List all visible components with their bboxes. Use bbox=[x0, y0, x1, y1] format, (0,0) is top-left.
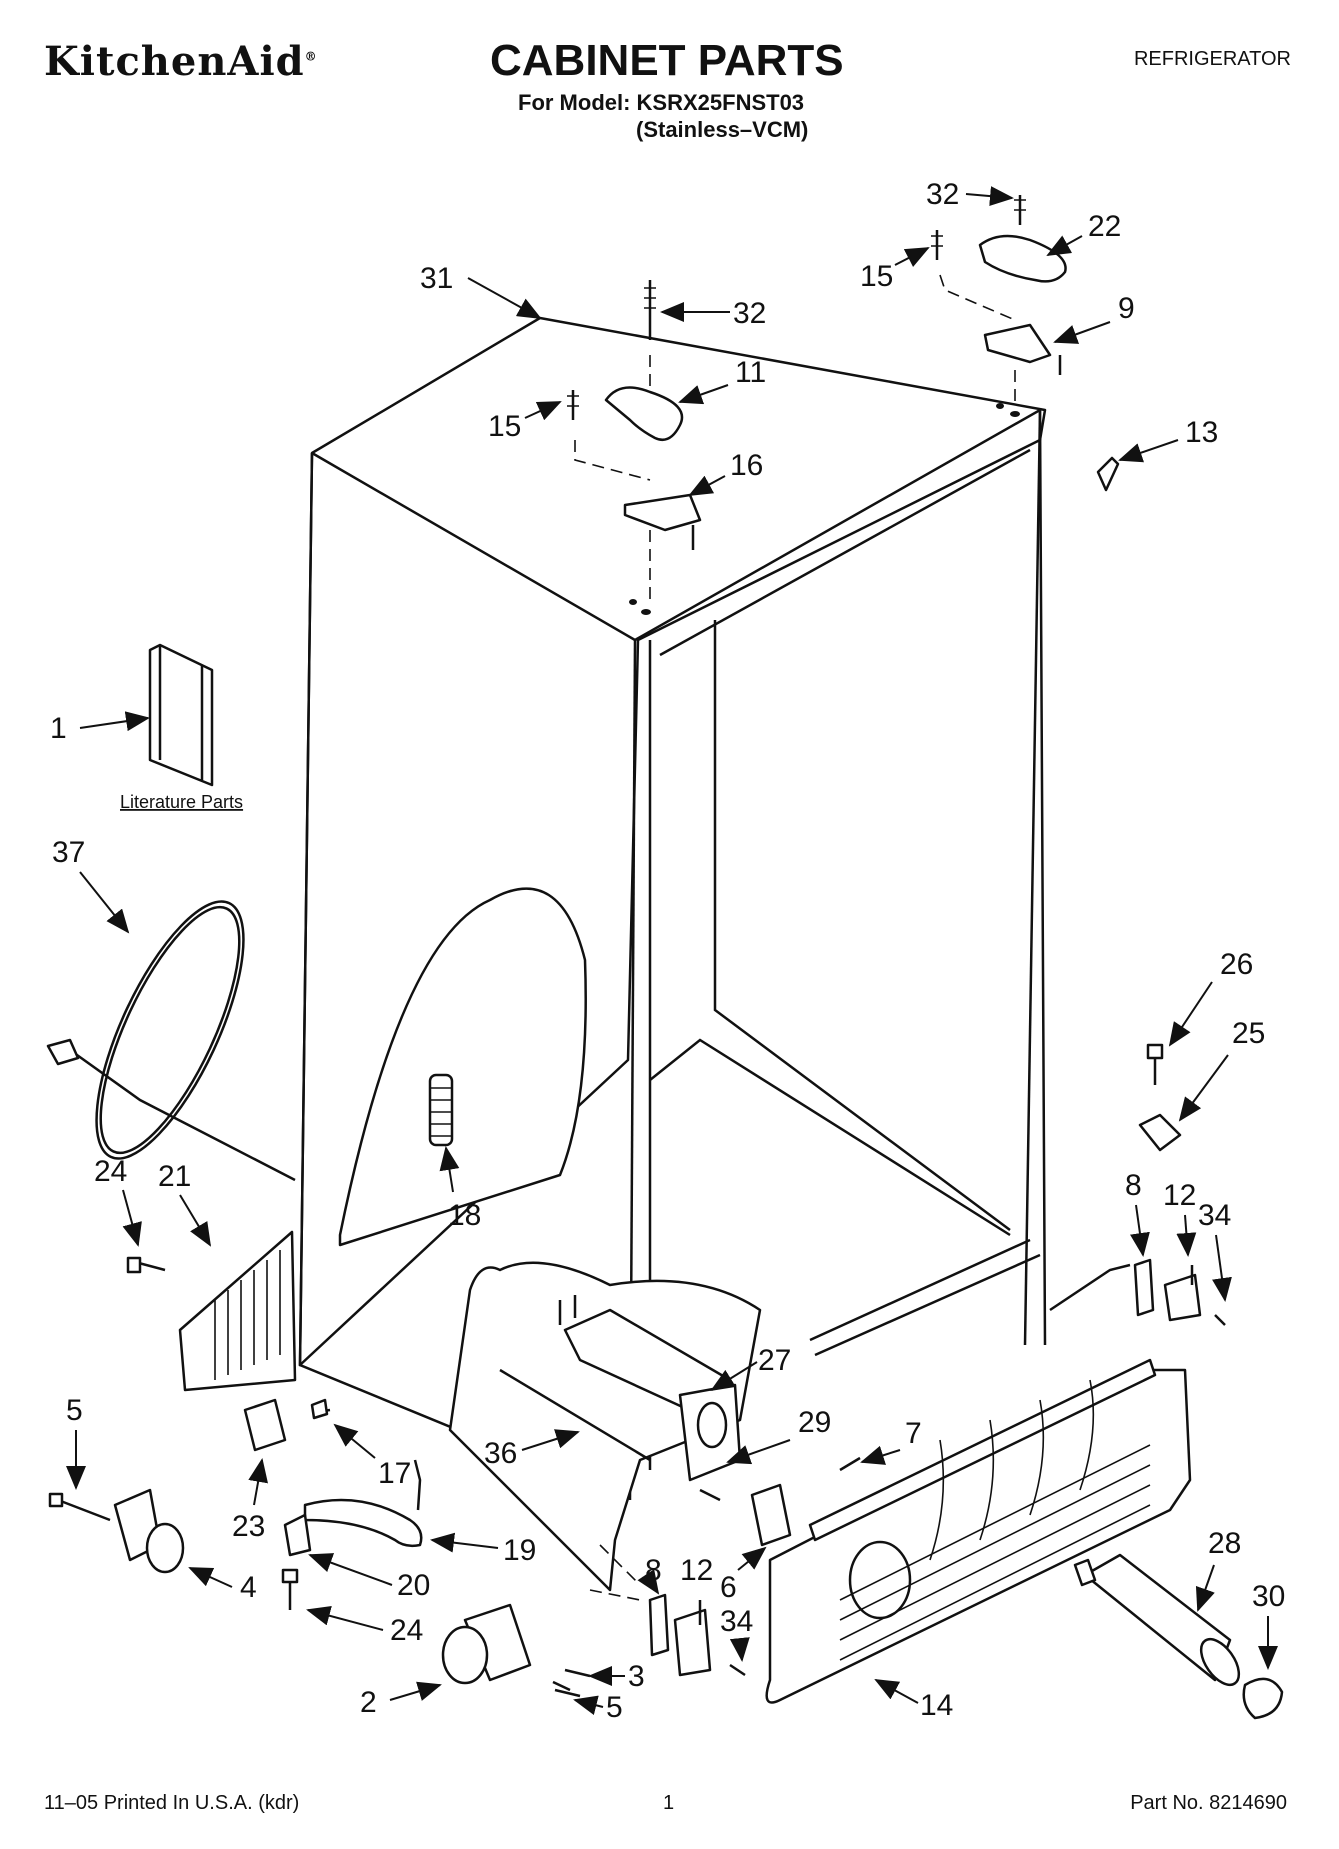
callout-20: 20 bbox=[397, 1569, 430, 1602]
rear-panel-21 bbox=[126, 1230, 297, 1392]
brand-logo: KitchenAid® bbox=[44, 38, 318, 85]
callout-4: 4 bbox=[240, 1571, 257, 1604]
hinge-cover-11 bbox=[604, 386, 684, 442]
top-hinge-right bbox=[931, 195, 1120, 492]
callout-8-bottom: 8 bbox=[645, 1554, 662, 1587]
callout-30: 30 bbox=[1252, 1580, 1285, 1613]
callout-12-bottom: 12 bbox=[680, 1554, 713, 1587]
callout-12-right: 12 bbox=[1163, 1179, 1196, 1212]
callout-37: 37 bbox=[52, 836, 85, 869]
print-info: 11–05 Printed In U.S.A. (kdr) bbox=[44, 1792, 300, 1814]
callout-23: 23 bbox=[232, 1510, 265, 1543]
hinge-16 bbox=[623, 493, 702, 532]
callout-25: 25 bbox=[1232, 1017, 1265, 1050]
callouts: 1 2 3 4 5 5 6 7 8 8 9 11 12 12 13 14 15 bbox=[50, 178, 1285, 1724]
callout-15-right: 15 bbox=[860, 260, 893, 293]
bracket-25 bbox=[1138, 1043, 1182, 1152]
literature-parts: Literature Parts bbox=[120, 643, 243, 812]
callout-22: 22 bbox=[1088, 210, 1121, 243]
part-number: Part No. 8214690 bbox=[1130, 1792, 1287, 1814]
callout-34-bottom: 34 bbox=[720, 1605, 753, 1638]
callout-26: 26 bbox=[1220, 948, 1253, 981]
callout-24-left: 24 bbox=[94, 1155, 127, 1188]
callout-5-bottom: 5 bbox=[606, 1691, 623, 1724]
water-valve-27 bbox=[558, 1295, 742, 1482]
callout-11: 11 bbox=[735, 356, 766, 389]
callout-1: 1 bbox=[50, 712, 67, 745]
callout-32-left: 32 bbox=[733, 297, 766, 330]
literature-label: Literature Parts bbox=[120, 792, 243, 812]
bracket-23 bbox=[243, 1398, 331, 1452]
callout-7: 7 bbox=[905, 1417, 922, 1450]
power-cord-37 bbox=[46, 900, 296, 1182]
callout-9: 9 bbox=[1118, 292, 1135, 325]
screws bbox=[552, 1456, 861, 1692]
lower-cutaway bbox=[448, 1261, 762, 1592]
bracket-6 bbox=[750, 1483, 792, 1547]
page-title: CABINET PARTS bbox=[490, 36, 844, 85]
callout-19: 19 bbox=[503, 1534, 536, 1567]
cabinet-shell bbox=[298, 316, 1047, 1592]
callout-6: 6 bbox=[720, 1571, 737, 1604]
callout-8-right: 8 bbox=[1125, 1169, 1142, 1202]
hinge-9 bbox=[983, 323, 1052, 364]
callout-18: 18 bbox=[448, 1199, 481, 1232]
callout-2: 2 bbox=[360, 1686, 377, 1719]
tube-19 bbox=[303, 1459, 423, 1548]
category-label: REFRIGERATOR bbox=[1133, 48, 1291, 70]
cabinet-cutaway bbox=[338, 887, 587, 1247]
tube-36 bbox=[499, 1368, 651, 1462]
page-number: 1 bbox=[663, 1792, 675, 1814]
clip-20 bbox=[281, 1513, 312, 1610]
water-filter-28 bbox=[1073, 1553, 1241, 1687]
callout-24-bottom: 24 bbox=[390, 1614, 423, 1647]
bottom-hinge-left bbox=[589, 1544, 746, 1677]
callout-16: 16 bbox=[730, 449, 763, 482]
bottom-hinge-right bbox=[1049, 1258, 1226, 1326]
drain-tube-18 bbox=[428, 1073, 454, 1147]
roller-2 bbox=[441, 1603, 591, 1698]
callout-28: 28 bbox=[1208, 1527, 1241, 1560]
cap-13 bbox=[1096, 456, 1120, 492]
callout-29: 29 bbox=[798, 1406, 831, 1439]
callout-5-left: 5 bbox=[66, 1394, 83, 1427]
callout-13: 13 bbox=[1185, 416, 1218, 449]
hinge-cover-22 bbox=[978, 234, 1067, 283]
callout-3: 3 bbox=[628, 1660, 645, 1693]
top-hinge-left bbox=[567, 280, 702, 615]
callout-32-right: 32 bbox=[926, 178, 959, 211]
roller-4 bbox=[48, 1488, 185, 1574]
callout-34-right: 34 bbox=[1198, 1199, 1231, 1232]
filter-cap-30 bbox=[1242, 1677, 1284, 1720]
callout-21: 21 bbox=[158, 1160, 191, 1193]
callout-15-left: 15 bbox=[488, 410, 521, 443]
callout-36: 36 bbox=[484, 1437, 517, 1470]
toe-grille-14 bbox=[765, 1358, 1192, 1704]
callout-31: 31 bbox=[420, 262, 453, 295]
callout-27: 27 bbox=[758, 1344, 791, 1377]
model-line: For Model: KSRX25FNST03 bbox=[518, 90, 805, 115]
callout-14: 14 bbox=[920, 1689, 953, 1722]
callout-17: 17 bbox=[378, 1457, 411, 1490]
variant-line: (Stainless–VCM) bbox=[636, 117, 809, 142]
